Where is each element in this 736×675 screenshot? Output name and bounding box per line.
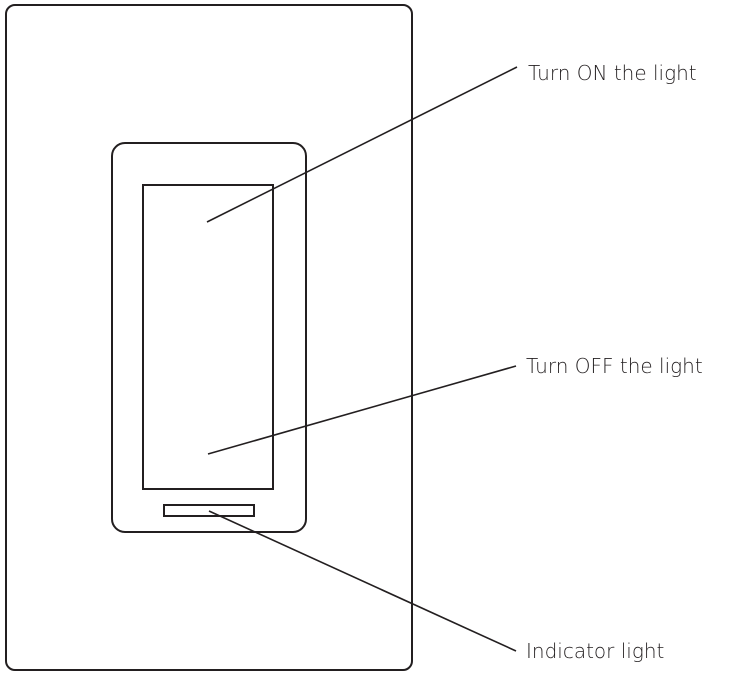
on-leader-line [207, 67, 517, 222]
turn-off-label: Turn OFF the light [526, 356, 703, 376]
switch-frame [112, 143, 306, 532]
turn-on-label: Turn ON the light [528, 63, 697, 83]
rocker-paddle[interactable] [143, 185, 273, 489]
indicator-leader-line [209, 511, 516, 651]
off-leader-line [208, 366, 516, 454]
indicator-light [164, 505, 254, 516]
indicator-light-label: Indicator light [526, 641, 664, 661]
wall-plate [6, 5, 412, 670]
